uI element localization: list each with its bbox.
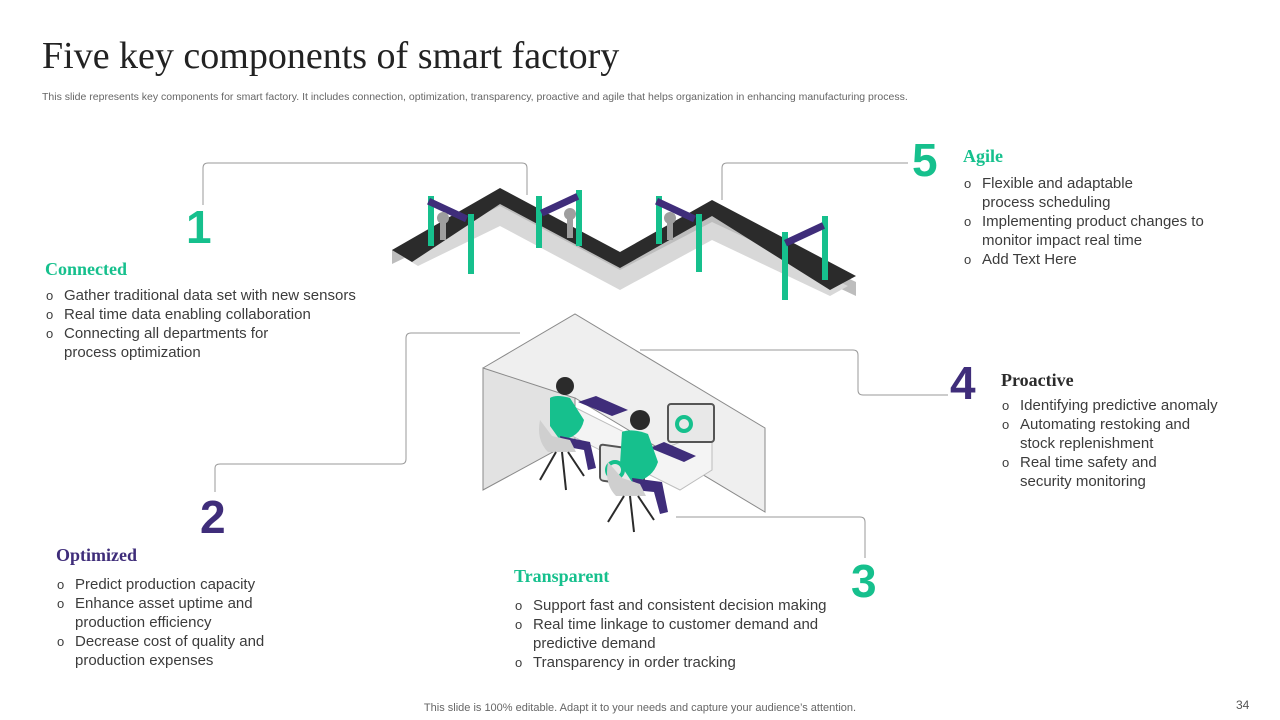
list-item: Real time linkage to customer demand and… (515, 615, 850, 653)
page-number: 34 (1236, 698, 1250, 712)
list-item: Implementing product changes to monitor … (964, 212, 1204, 250)
component-number-5: 5 (912, 134, 938, 186)
list-item: Predict production capacity (57, 575, 282, 594)
connector-1 (202, 162, 528, 205)
connector-5 (721, 162, 908, 200)
component-number-1: 1 (186, 201, 212, 253)
component-heading-agile: Agile (963, 146, 1003, 166)
component-list-connected: Gather traditional data set with new sen… (46, 286, 386, 362)
component-list-agile: Flexible and adaptable process schedulin… (964, 174, 1204, 269)
list-item: Real time safety and security monitoring (1002, 453, 1190, 491)
component-list-proactive: Identifying predictive anomaly Automatin… (1002, 396, 1232, 491)
component-number-4: 4 (950, 357, 976, 409)
component-number-2: 2 (200, 491, 226, 543)
list-item: Connecting all departments for process o… (46, 324, 294, 362)
component-heading-proactive: Proactive (1001, 370, 1074, 390)
list-item: Decrease cost of quality and production … (57, 632, 282, 670)
list-item: Identifying predictive anomaly (1002, 396, 1232, 415)
list-item: Add Text Here (964, 250, 1204, 269)
component-list-optimized: Predict production capacity Enhance asse… (57, 575, 282, 670)
list-item: Enhance asset uptime and production effi… (57, 594, 282, 632)
component-heading-transparent: Transparent (514, 566, 610, 586)
list-item: Flexible and adaptable process schedulin… (964, 174, 1172, 212)
office-workers-illustration (482, 313, 766, 533)
connector-lines (202, 162, 948, 558)
list-item: Automating restoking and stock replenish… (1002, 415, 1220, 453)
footer-note: This slide is 100% editable. Adapt it to… (423, 702, 857, 714)
list-item: Transparency in order tracking (515, 653, 850, 672)
page-subtitle: This slide represents key components for… (42, 91, 908, 103)
page-title: Five key components of smart factory (42, 35, 620, 77)
connector-4 (640, 349, 948, 396)
component-number-3: 3 (851, 555, 877, 607)
component-heading-optimized: Optimized (56, 545, 137, 565)
connector-3 (676, 516, 866, 558)
list-item: Gather traditional data set with new sen… (46, 286, 386, 305)
component-heading-connected: Connected (45, 259, 127, 279)
list-item: Support fast and consistent decision mak… (515, 596, 850, 615)
list-item: Real time data enabling collaboration (46, 305, 386, 324)
connector-2 (214, 332, 520, 492)
component-list-transparent: Support fast and consistent decision mak… (515, 596, 850, 672)
conveyor-belt-illustration (392, 188, 856, 300)
